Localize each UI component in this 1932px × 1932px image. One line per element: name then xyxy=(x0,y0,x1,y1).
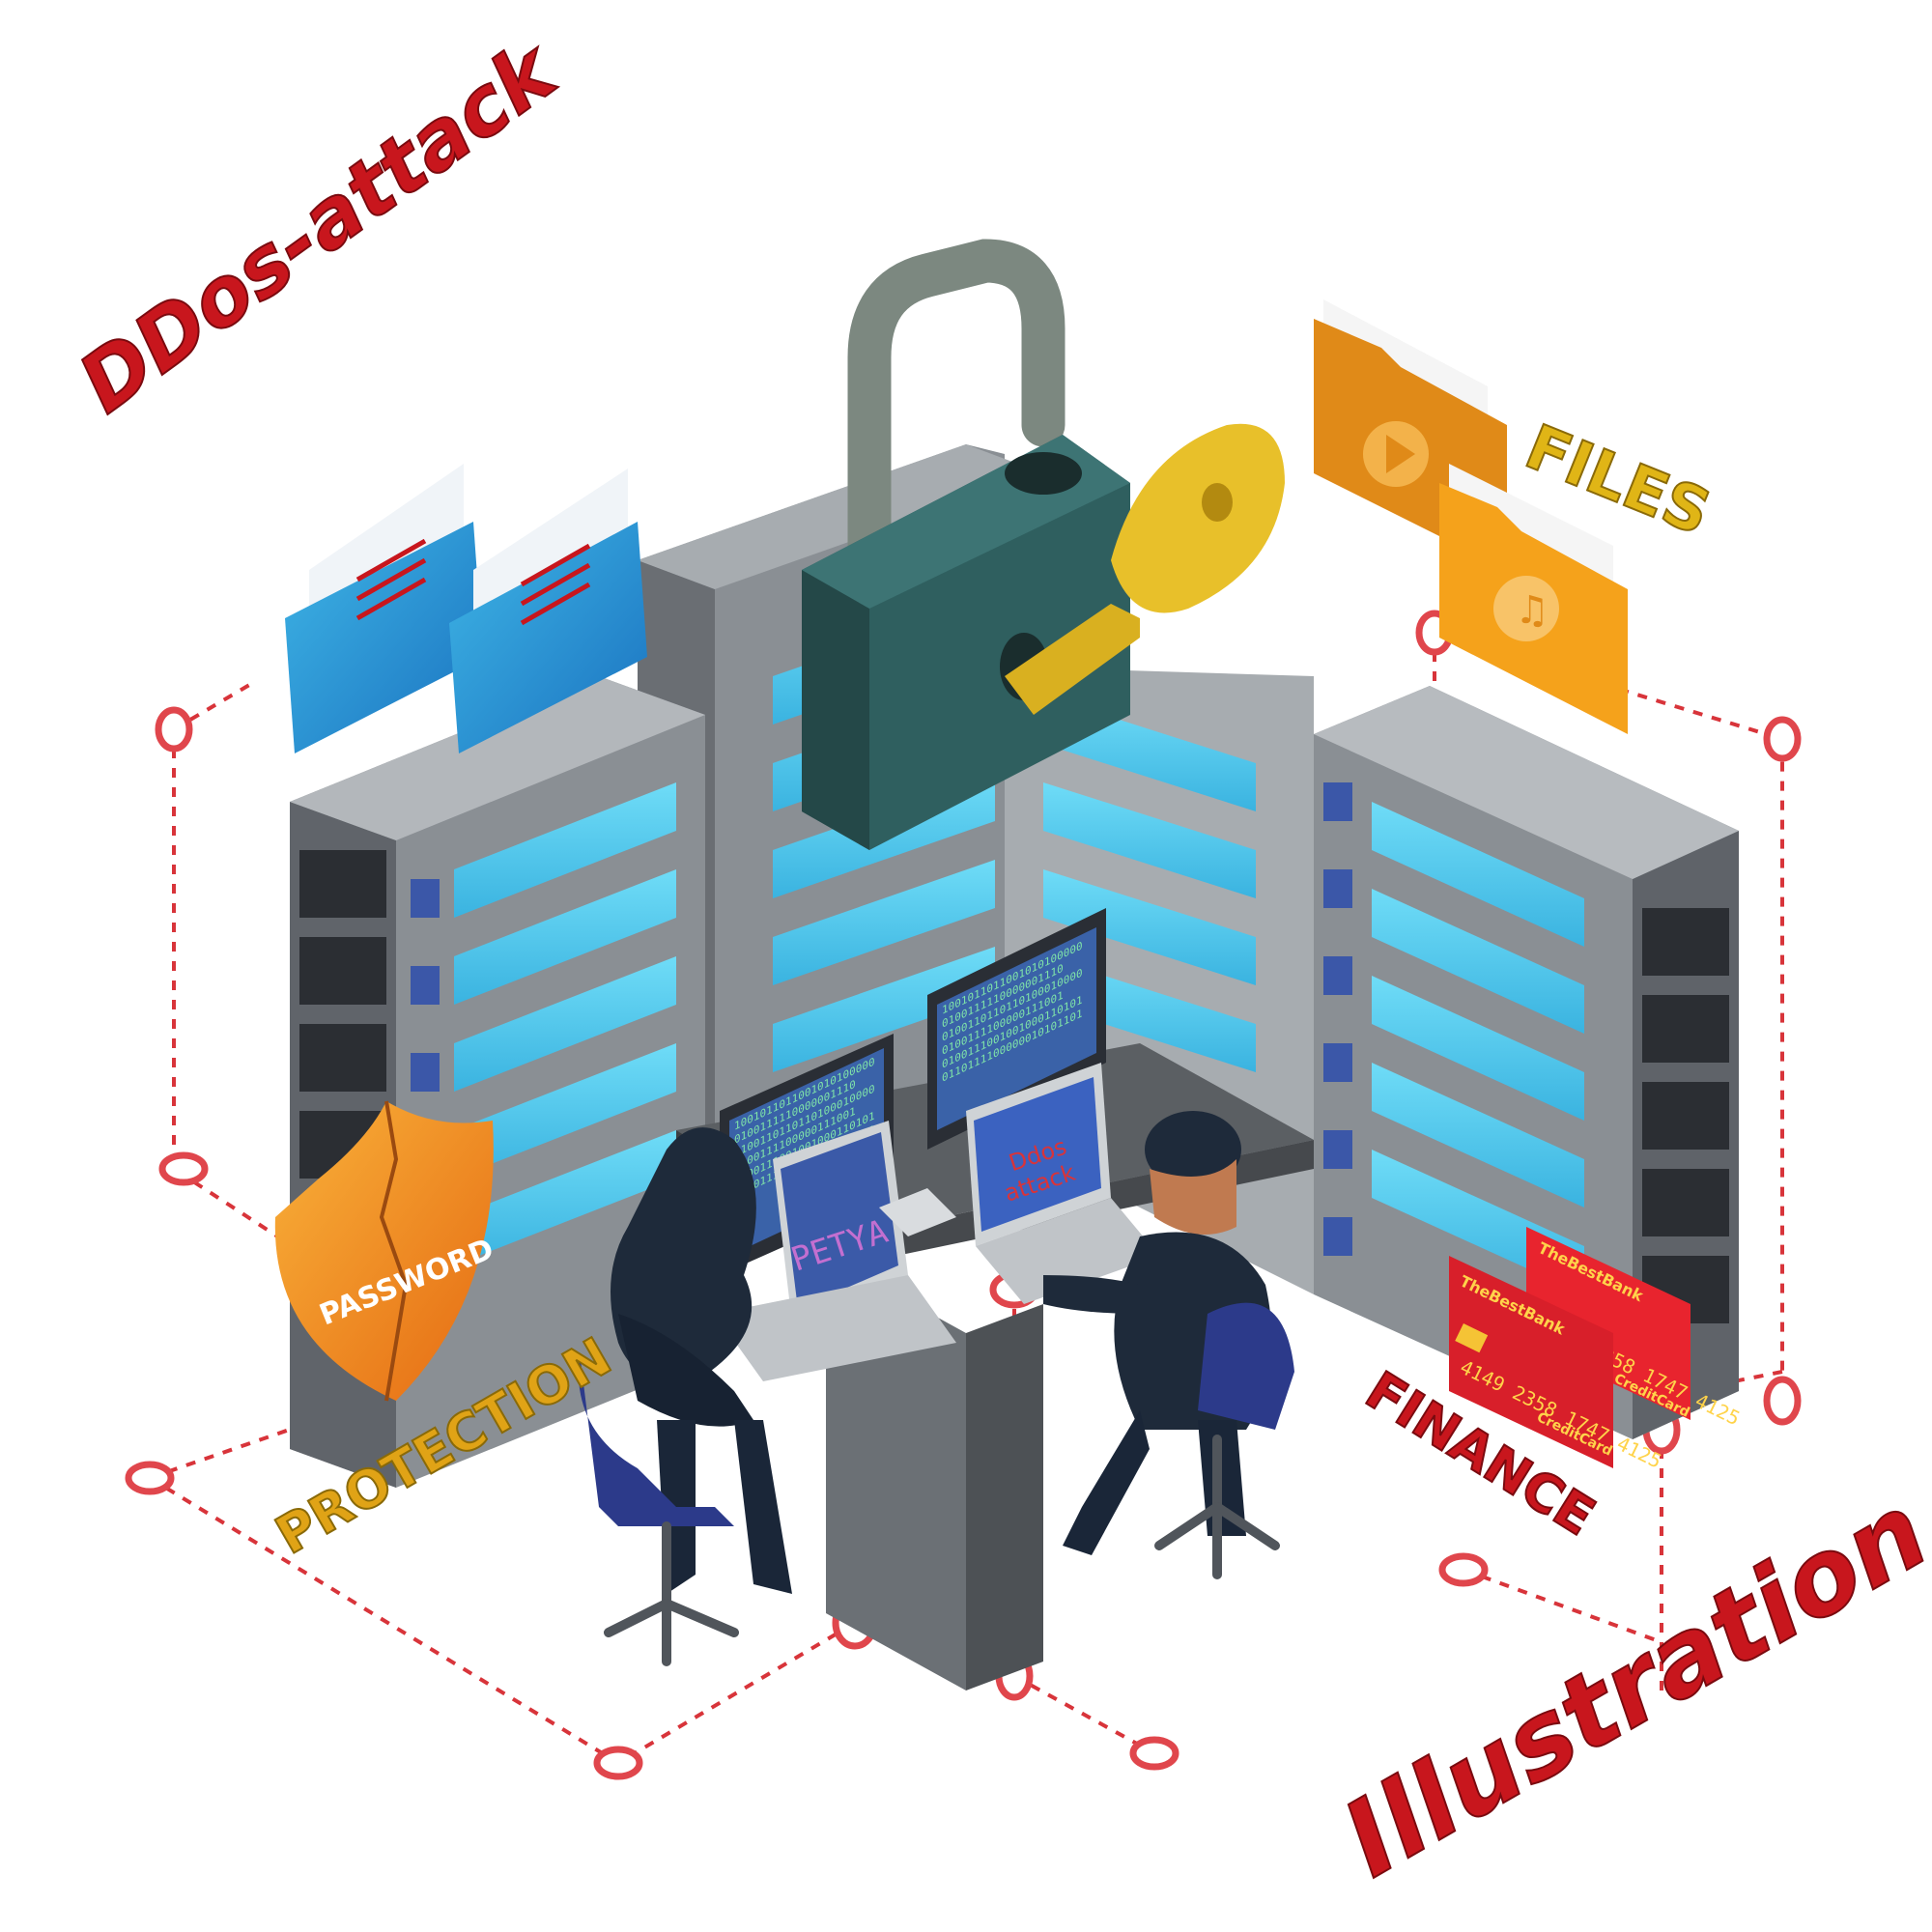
folder-music-icon: ♫ xyxy=(1439,464,1628,734)
hacker-left xyxy=(578,1127,792,1666)
envelope-icon xyxy=(285,464,483,753)
hacker-right xyxy=(1043,1111,1294,1579)
music-note-icon: ♫ xyxy=(1515,588,1549,633)
illustration-label: Illustration xyxy=(1324,1471,1932,1901)
key-icon xyxy=(1005,423,1285,715)
shield-icon: PASSWORD xyxy=(274,1100,498,1402)
laptop-left: PETYA xyxy=(715,1121,956,1381)
server-rack-right xyxy=(1314,686,1739,1439)
ddos-attack-title: DDos-attack xyxy=(62,21,576,431)
keyboard xyxy=(879,1188,956,1236)
laptop-right: Ddos attack xyxy=(966,1063,1159,1304)
card-chip-icon xyxy=(1455,1323,1489,1353)
padlock-icon xyxy=(802,239,1130,850)
envelope-icon xyxy=(449,469,647,753)
